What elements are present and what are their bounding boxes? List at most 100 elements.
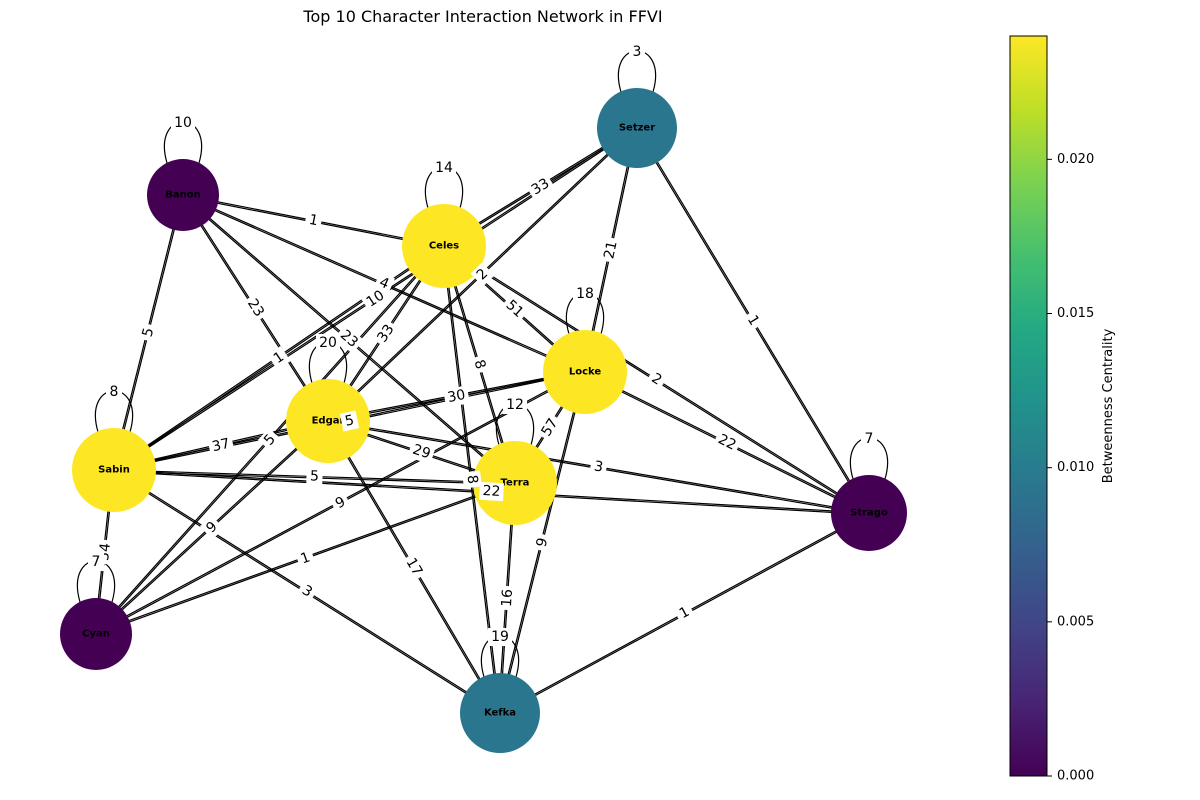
edge-label-group: 1 bbox=[673, 601, 696, 625]
node-label-setzer: Setzer bbox=[619, 123, 655, 134]
self-loop-weight-label: 3 bbox=[633, 44, 642, 60]
edge-label-group: 57 bbox=[535, 412, 565, 443]
edge-label-group: 16 bbox=[497, 585, 518, 611]
edge-weight-label: 17 bbox=[403, 555, 426, 578]
node-sabin[interactable] bbox=[72, 428, 156, 512]
node-edgar[interactable] bbox=[286, 379, 370, 463]
self-loop-label-background bbox=[171, 114, 195, 132]
node-locke[interactable] bbox=[543, 330, 627, 414]
edge-label-group: 30 bbox=[443, 385, 470, 408]
edge-label-group: 23 bbox=[241, 293, 270, 323]
edge-label-group: 8 bbox=[462, 470, 482, 489]
edge-label-group: 5 bbox=[257, 428, 283, 452]
edge-label-background bbox=[400, 552, 428, 582]
self-loop-weight-label: 19 bbox=[491, 629, 509, 645]
colorbar-tick-label: 0.000 bbox=[1057, 769, 1094, 784]
colorbar-gradient bbox=[1009, 35, 1048, 777]
edge-label-group: 29 bbox=[407, 439, 436, 465]
node-label-strago: Strago bbox=[850, 508, 888, 519]
colorbar-tick-label: 0.020 bbox=[1057, 152, 1094, 167]
edge-weight-label: 5 bbox=[344, 412, 356, 429]
edge-label-background bbox=[479, 481, 504, 502]
self-loop-weight-label: 12 bbox=[506, 397, 524, 413]
self-loop-label-group: 19 bbox=[488, 628, 512, 646]
edge-weight-label: 37 bbox=[211, 436, 232, 456]
colorbar-tick-label: 0.015 bbox=[1057, 306, 1094, 321]
edge-weight-label: 8 bbox=[471, 358, 489, 371]
edge-label-background bbox=[499, 294, 530, 324]
edge-weight-label: 21 bbox=[601, 240, 620, 261]
edge-label-group: 5 bbox=[339, 410, 360, 432]
node-strago[interactable] bbox=[831, 475, 907, 551]
edge-label-background bbox=[470, 262, 495, 287]
node-label-edgar: Edgar bbox=[312, 416, 345, 427]
edge-label-group: 37 bbox=[207, 434, 235, 457]
self-loop-label-group: 10 bbox=[171, 114, 195, 132]
edge-label-background bbox=[712, 429, 742, 456]
edge-weight-label: 30 bbox=[446, 387, 467, 406]
edge-label-background bbox=[407, 439, 436, 465]
edge-label-group: 33 bbox=[371, 318, 401, 349]
nodes-layer: SetzerBanonCelesLockeEdgarSabinTerraStra… bbox=[60, 88, 907, 753]
edge-label-group: 3 bbox=[589, 456, 608, 478]
edge-weight-label: 5 bbox=[310, 468, 319, 484]
node-kefka[interactable] bbox=[460, 673, 540, 753]
self-loop-label-background bbox=[629, 43, 645, 61]
edge-weight-label: 22 bbox=[715, 431, 738, 453]
edge-label-group: 5 bbox=[306, 467, 323, 486]
edge-label-background bbox=[741, 309, 765, 332]
edge-label-group: 1 bbox=[303, 210, 324, 231]
node-terra[interactable] bbox=[473, 441, 557, 525]
edge-label-group: 22 bbox=[712, 429, 742, 456]
node-label-locke: Locke bbox=[569, 367, 602, 378]
node-banon[interactable] bbox=[147, 159, 219, 231]
chart-title: Top 10 Character Interaction Network in … bbox=[302, 7, 662, 26]
edge-label-background bbox=[339, 410, 360, 432]
edge-label-group: 1 bbox=[294, 547, 317, 570]
self-loop-label-group: 18 bbox=[573, 285, 597, 303]
edge-label-background bbox=[443, 385, 470, 408]
node-cyan[interactable] bbox=[60, 598, 132, 670]
edge-label-background bbox=[257, 428, 283, 452]
edge-label-background bbox=[371, 318, 401, 349]
self-loop-label-background bbox=[316, 334, 340, 352]
edge-label-background bbox=[497, 585, 518, 611]
edge-label-background bbox=[334, 324, 364, 354]
edge-label-group: 10 bbox=[360, 284, 391, 314]
edge-label-background bbox=[599, 236, 623, 264]
node-celes[interactable] bbox=[402, 204, 486, 288]
edge-label-background bbox=[535, 412, 565, 443]
edge-weight-label: 29 bbox=[411, 442, 433, 463]
edge-weight-label: 8 bbox=[464, 474, 481, 485]
edge-label-background bbox=[644, 367, 669, 392]
edge-label-background bbox=[462, 470, 482, 489]
self-loop-label-background bbox=[432, 159, 456, 177]
self-loop-label-group: 7 bbox=[88, 553, 104, 571]
edge-label-background bbox=[360, 284, 391, 314]
node-label-banon: Banon bbox=[165, 190, 200, 201]
edge-label-background bbox=[294, 547, 317, 570]
edge-label-background bbox=[241, 293, 270, 323]
self-loop-label-background bbox=[861, 430, 877, 448]
self-loop-label-group: 7 bbox=[861, 430, 877, 448]
edge-label-group: 51 bbox=[499, 294, 530, 324]
edge-label-background bbox=[589, 456, 608, 478]
edge-label-background bbox=[306, 467, 323, 486]
edge-label-background bbox=[468, 354, 491, 375]
edge-weight-label: 5 bbox=[140, 326, 158, 339]
self-loop-weight-label: 18 bbox=[576, 286, 594, 302]
node-label-celes: Celes bbox=[429, 241, 459, 252]
edge-weight-label: 9 bbox=[534, 536, 552, 549]
edge-label-group: 9 bbox=[329, 491, 352, 515]
node-setzer[interactable] bbox=[597, 88, 677, 168]
edge-label-group: 33 bbox=[525, 173, 556, 201]
edge-weight-label: 16 bbox=[499, 589, 516, 608]
edge-weight-label: 22 bbox=[482, 483, 501, 500]
self-loop-label-group: 14 bbox=[432, 159, 456, 177]
self-loop-label-group: 3 bbox=[629, 43, 645, 61]
edge-label-group: 22 bbox=[479, 481, 504, 502]
edge-label-background bbox=[673, 601, 696, 625]
colorbar-tick-label: 0.005 bbox=[1057, 614, 1094, 629]
